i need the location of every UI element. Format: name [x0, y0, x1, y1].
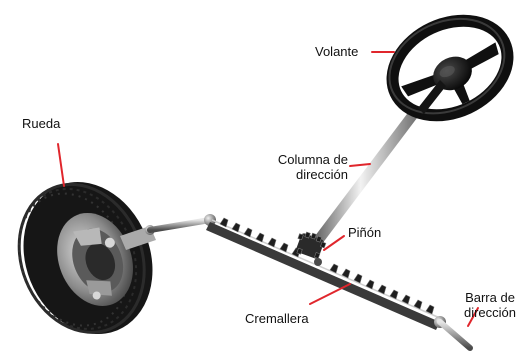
tie-rod-right	[440, 322, 470, 348]
steering-wheel	[374, 0, 523, 134]
wheel	[0, 162, 175, 351]
label-rueda: Rueda	[22, 116, 60, 131]
label-barra: Barra de dirección	[456, 290, 524, 320]
leader-line-columna	[350, 164, 370, 166]
pinion-gear	[295, 232, 326, 266]
label-pinon: Piñón	[348, 225, 381, 240]
label-cremallera: Cremallera	[245, 311, 309, 326]
leader-line-cremallera	[310, 284, 350, 304]
label-columna: Columna de dirección	[268, 152, 348, 182]
leader-line-rueda	[58, 144, 64, 186]
leader-line-pinon	[324, 236, 344, 250]
tie-rod-left	[150, 214, 216, 230]
label-volante: Volante	[315, 44, 358, 59]
